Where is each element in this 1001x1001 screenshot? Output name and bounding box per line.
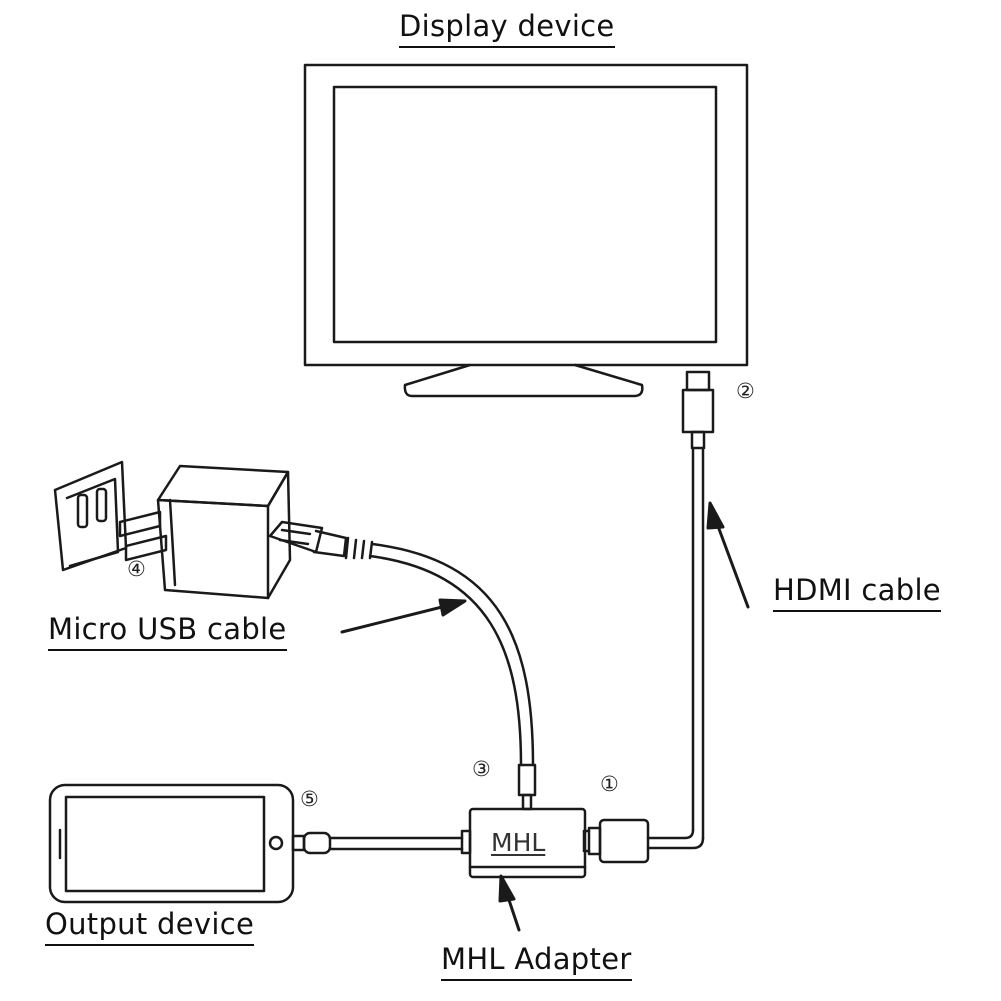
hdmi-cable-label: HDMI cable	[773, 573, 941, 612]
micro-usb-cable-icon	[268, 520, 537, 811]
monitor-icon	[303, 63, 749, 398]
phone-cable-icon	[291, 831, 464, 855]
arrow-icon	[340, 598, 467, 634]
marker-5: ⑤	[300, 787, 319, 811]
marker-4: ④	[127, 557, 146, 581]
mhl-adapter-label: MHL Adapter	[441, 942, 632, 981]
arrow-icon	[706, 501, 750, 609]
mhl-adapter-icon	[460, 807, 587, 879]
output-device-label: Output device	[45, 907, 255, 946]
mhl-adapter-text: MHL	[491, 828, 546, 857]
marker-3: ③	[472, 757, 491, 781]
hdmi-cable-icon	[582, 370, 715, 864]
phone-icon	[48, 783, 295, 904]
wall-socket-icon	[53, 460, 128, 572]
marker-2: ②	[736, 379, 755, 403]
power-adapter-icon	[156, 464, 292, 600]
micro-usb-cable-label: Micro USB cable	[48, 612, 287, 651]
arrow-icon	[498, 874, 521, 932]
marker-1: ①	[600, 772, 619, 796]
display-device-label: Display device	[399, 9, 615, 48]
